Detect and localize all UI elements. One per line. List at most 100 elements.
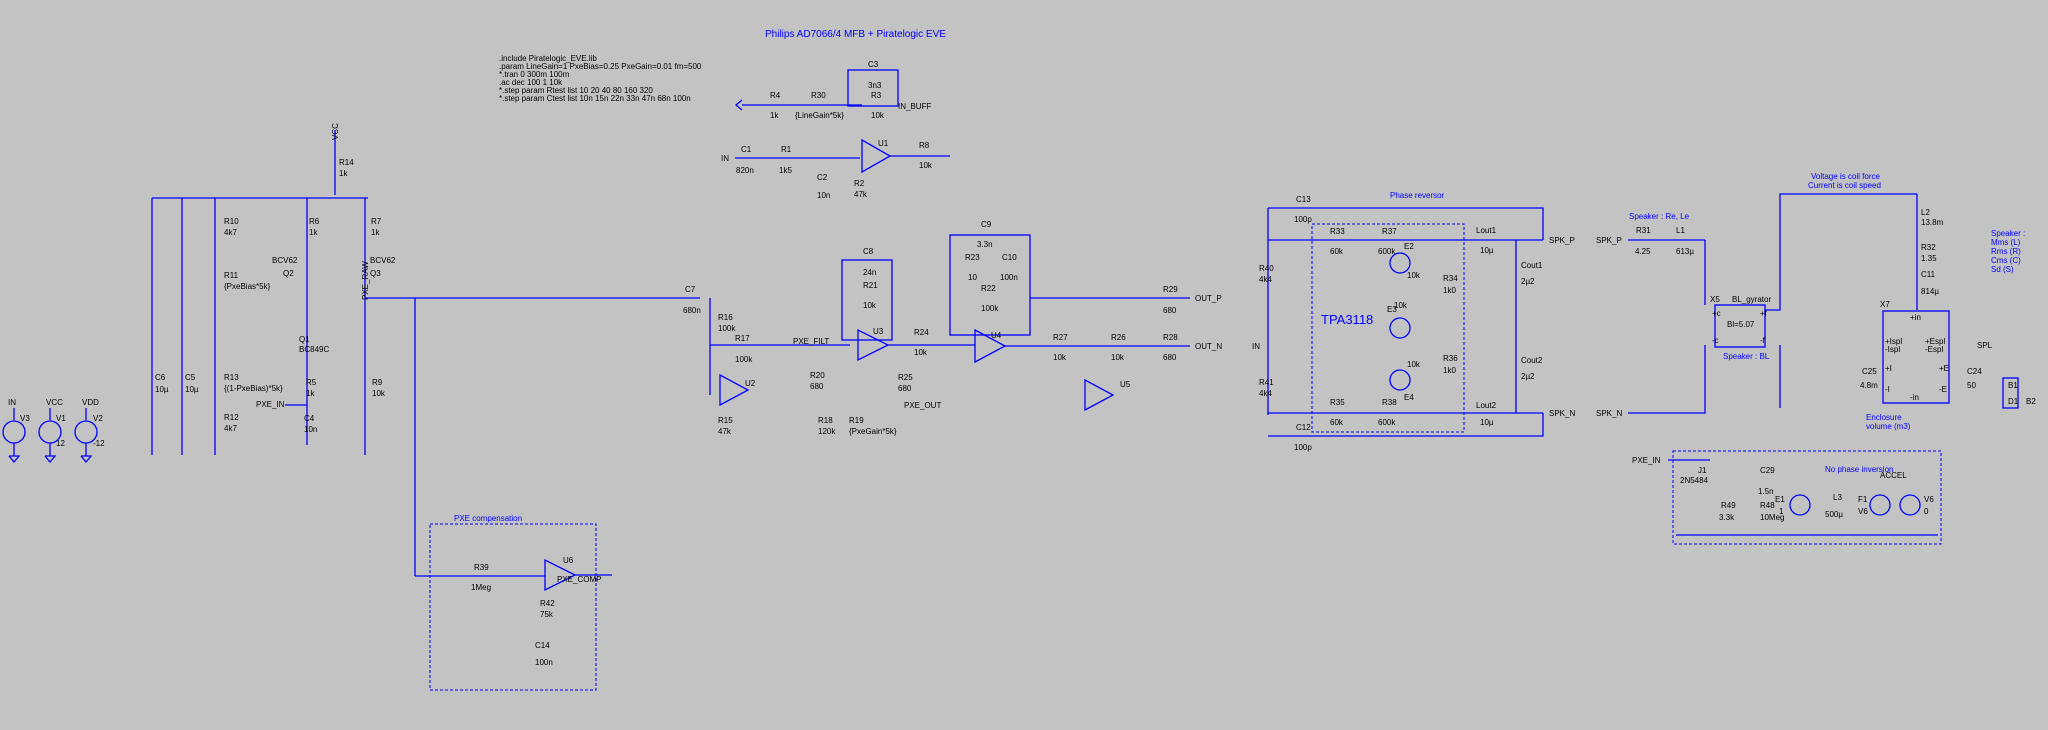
svg-text:R8: R8 <box>919 141 930 150</box>
svg-text:-f: -f <box>1760 336 1766 345</box>
svg-text:{PxeGain*5k}: {PxeGain*5k} <box>849 427 897 436</box>
svg-text:10µ: 10µ <box>1480 246 1494 255</box>
svg-text:R27: R27 <box>1053 333 1068 342</box>
svg-text:B2: B2 <box>2026 397 2036 406</box>
svg-text:10k: 10k <box>919 161 933 170</box>
svg-text:V6: V6 <box>1858 507 1868 516</box>
svg-text:R1: R1 <box>781 145 792 154</box>
svg-text:R20: R20 <box>810 371 825 380</box>
svg-text:+Ispl: +Ispl <box>1885 337 1902 346</box>
svg-text:Q3: Q3 <box>370 269 381 278</box>
svg-text:1k5: 1k5 <box>779 166 792 175</box>
svg-text:ACCEL: ACCEL <box>1880 471 1907 480</box>
svg-text:R5: R5 <box>306 378 317 387</box>
svg-text:R6: R6 <box>309 217 320 226</box>
svg-text:R40: R40 <box>1259 264 1274 273</box>
svg-text:R19: R19 <box>849 416 864 425</box>
svg-text:U6: U6 <box>563 556 574 565</box>
svg-text:R29: R29 <box>1163 285 1178 294</box>
svg-text:C10: C10 <box>1002 253 1017 262</box>
svg-text:{(1-PxeBias)*5k}: {(1-PxeBias)*5k} <box>224 384 283 393</box>
svg-text:75k: 75k <box>540 610 554 619</box>
svg-text:U3: U3 <box>873 327 884 336</box>
svg-text:R24: R24 <box>914 328 929 337</box>
v3-ref: V3 <box>20 414 30 423</box>
svg-text:Speaker : Re, Le: Speaker : Re, Le <box>1629 212 1690 221</box>
svg-text:4k4: 4k4 <box>1259 389 1272 398</box>
svg-text:4.8m: 4.8m <box>1860 381 1878 390</box>
spice-directives: .include Piratelogic_EVE.lib .param Line… <box>499 54 702 103</box>
svg-text:3n3: 3n3 <box>868 81 882 90</box>
svg-text:100k: 100k <box>981 304 999 313</box>
svg-text:R30: R30 <box>811 91 826 100</box>
svg-text:-Ispl: -Ispl <box>1885 345 1900 354</box>
svg-text:1.5n: 1.5n <box>1758 487 1774 496</box>
svg-text:2µ2: 2µ2 <box>1521 277 1535 286</box>
svg-text:-E: -E <box>1939 385 1947 394</box>
svg-text:1k: 1k <box>306 389 315 398</box>
svg-text:814µ: 814µ <box>1921 287 1939 296</box>
svg-text:C13: C13 <box>1296 195 1311 204</box>
svg-text:Cout1: Cout1 <box>1521 261 1543 270</box>
svg-text:Speaker : BL: Speaker : BL <box>1723 352 1770 361</box>
svg-text:OUT_P: OUT_P <box>1195 294 1222 303</box>
svg-text:10n: 10n <box>817 191 830 200</box>
phase-reversor: Phase reversor TPA3118 C13 100p R33 60k … <box>1252 191 1575 452</box>
svg-text:SPK_P: SPK_P <box>1549 236 1575 245</box>
svg-text:R25: R25 <box>898 373 913 382</box>
svg-text:U4: U4 <box>991 331 1002 340</box>
svg-text:SPK_N: SPK_N <box>1549 409 1575 418</box>
svg-text:C12: C12 <box>1296 423 1311 432</box>
svg-text:10k: 10k <box>871 111 885 120</box>
svg-text:C1: C1 <box>741 145 752 154</box>
accel-sense: PXE_IN J1 2N5484 C29 1.5n No phase inver… <box>1632 450 1942 545</box>
svg-text:+I: +I <box>1885 364 1892 373</box>
svg-text:10µ: 10µ <box>185 385 199 394</box>
svg-text:120k: 120k <box>818 427 836 436</box>
svg-text:+E: +E <box>1939 364 1949 373</box>
svg-text:680: 680 <box>898 384 912 393</box>
svg-text:Cout2: Cout2 <box>1521 356 1543 365</box>
svg-text:R15: R15 <box>718 416 733 425</box>
svg-text:Lout2: Lout2 <box>1476 401 1497 410</box>
svg-text:PXE_IN: PXE_IN <box>256 400 285 409</box>
svg-text:-in: -in <box>1910 393 1919 402</box>
v1-ref: V1 <box>56 414 66 423</box>
svg-text:680: 680 <box>810 382 824 391</box>
svg-text:47k: 47k <box>718 427 732 436</box>
svg-text:PXE compensation: PXE compensation <box>454 514 522 523</box>
svg-text:2µ2: 2µ2 <box>1521 372 1535 381</box>
svg-text:R22: R22 <box>981 284 996 293</box>
svg-text:613µ: 613µ <box>1676 247 1694 256</box>
v2-value: -12 <box>93 439 105 448</box>
pxe-bias-stage: VCC R14 1k C6 10µ C5 10µ R10 4k7 R11 {Px… <box>151 123 700 455</box>
svg-text:Q2: Q2 <box>283 269 294 278</box>
svg-text:R14: R14 <box>339 158 354 167</box>
input-buffer: R4 1k R30 {LineGain*5k} C3 3n3 R3 10k IN… <box>721 60 950 200</box>
svg-text:1: 1 <box>1779 507 1784 516</box>
svg-text:3.3n: 3.3n <box>977 240 993 249</box>
svg-text:B1: B1 <box>2008 381 2018 390</box>
svg-text:C5: C5 <box>185 373 196 382</box>
svg-text:Phase reversor: Phase reversor <box>1390 191 1445 200</box>
svg-text:+in: +in <box>1910 313 1921 322</box>
svg-text:C7: C7 <box>685 285 696 294</box>
svg-text:47k: 47k <box>854 190 868 199</box>
schematic-title: Philips AD7066/4 MFB + Piratelogic EVE <box>765 29 946 40</box>
svg-text:680n: 680n <box>683 306 701 315</box>
svg-text:Q1: Q1 <box>299 335 310 344</box>
svg-text:10: 10 <box>968 273 977 282</box>
svg-text:680: 680 <box>1163 353 1177 362</box>
svg-text:U1: U1 <box>878 139 889 148</box>
svg-text:SPK_P: SPK_P <box>1596 236 1622 245</box>
svg-text:10µ: 10µ <box>1480 418 1494 427</box>
output-stage: C9 3.3n R23 10 C10 100n R22 100k U4 R29 … <box>949 220 1222 412</box>
svg-text:1k: 1k <box>371 228 380 237</box>
svg-text:C24: C24 <box>1967 367 1982 376</box>
svg-text:No phase inversion: No phase inversion <box>1825 465 1893 474</box>
svg-text:C25: C25 <box>1862 367 1877 376</box>
svg-text:10k: 10k <box>1111 353 1125 362</box>
svg-text:VCC: VCC <box>331 123 340 140</box>
svg-text:1Meg: 1Meg <box>471 583 491 592</box>
